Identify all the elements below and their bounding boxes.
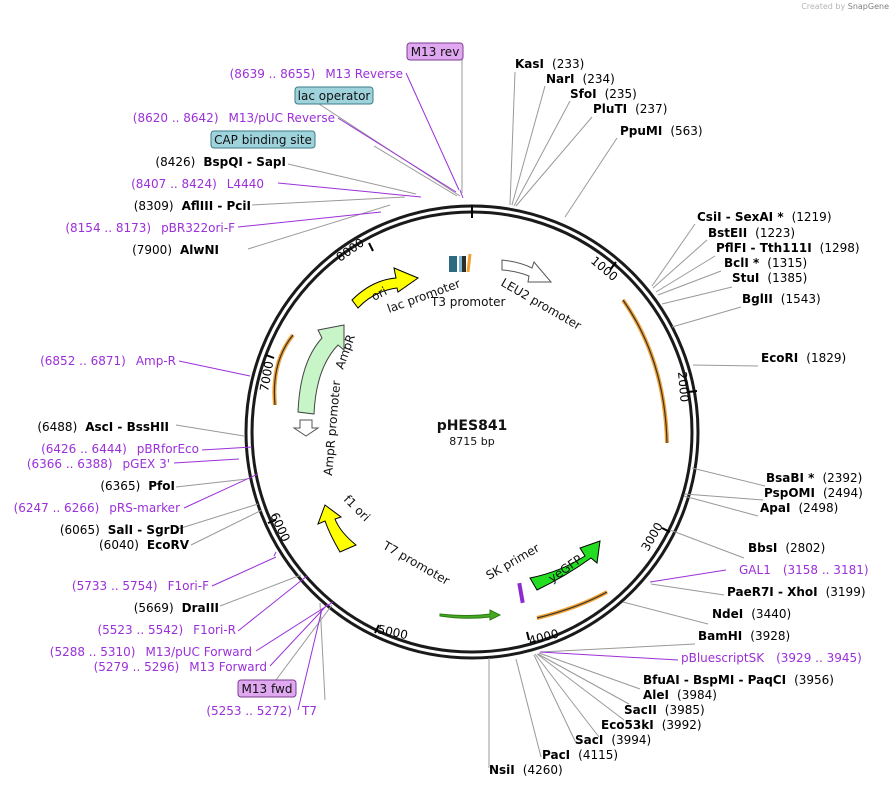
ampr-promoter-arrow — [292, 419, 320, 437]
enzyme-label: (7900)AlwNI — [132, 243, 219, 257]
enzyme-label: NsiI(4260) — [489, 763, 563, 777]
enzyme-label: BfuAI - BspMI - PaqCI(3956) — [643, 673, 834, 687]
enzyme-label: BstEII(1223) — [708, 226, 795, 240]
primer-label: (5288 .. 5310)M13/pUC Forward — [50, 645, 252, 659]
tick-label: 6000 — [267, 510, 293, 544]
feature-sk-primer-label: SK primer — [484, 541, 542, 583]
enzyme-label: (6365)PfoI — [100, 479, 175, 493]
enzyme-label: PaeR7I - XhoI(3199) — [727, 585, 866, 599]
primer-label: (8407 .. 8424)L4440 — [131, 177, 264, 191]
enzyme-label: CsiI - SexAI *(1219) — [697, 210, 832, 224]
enzyme-label: PacI(4115) — [542, 748, 618, 762]
tick-label: 4000 — [527, 626, 560, 647]
enzyme-label: BclI *(1315) — [724, 256, 807, 270]
enzyme-label: ApaI(2498) — [760, 501, 838, 515]
primer-label: (5733 .. 5754)F1ori-F — [72, 579, 209, 593]
ori-arrow — [351, 267, 420, 309]
tick-label: 7000 — [257, 360, 276, 393]
primer-label: (5253 .. 5272)T7 — [206, 704, 317, 718]
primer-label: GAL1(3158 .. 3181) — [739, 563, 869, 577]
enzyme-label: PluTI(237) — [593, 102, 667, 116]
enzyme-label: Eco53kI(3992) — [601, 718, 702, 732]
primer-label: (8639 .. 8655)M13 Reverse — [230, 67, 403, 81]
plasmid-name: pHES841 — [437, 418, 508, 434]
enzyme-label: SacI(3994) — [575, 733, 651, 747]
enzyme-label: BsaBI *(2392) — [766, 471, 862, 485]
leu2-promoter-arrow — [501, 259, 553, 283]
m13-marker — [462, 256, 466, 272]
lac-operator-marker — [449, 256, 457, 272]
cap-marker — [459, 256, 463, 272]
primer-label: (8154 .. 8173)pBR322ori-F — [65, 221, 235, 235]
enzyme-label: BamHI(3928) — [698, 629, 790, 643]
enzyme-label: NdeI(3440) — [712, 607, 791, 621]
feature-t3-promoter-label: T3 promoter — [430, 295, 506, 309]
enzyme-label: PpuMI(563) — [620, 124, 703, 138]
ampr-arrow — [297, 324, 345, 415]
box-m13-rev: M13 rev — [411, 45, 460, 59]
primer-label: (6852 .. 6871)Amp-R — [40, 354, 176, 368]
enzyme-label: (8309)AflIII - PciI — [134, 199, 251, 213]
enzyme-label: EcoRI(1829) — [761, 351, 846, 365]
credit-text: Created by SnapGene — [801, 2, 889, 11]
enzyme-label: (8426)BspQI - SapI — [155, 155, 286, 169]
tick-label: 8000 — [334, 235, 367, 264]
enzyme-label: SfoI(235) — [570, 87, 637, 101]
primer-label: (6426 .. 6444)pBRforEco — [41, 442, 199, 456]
tick-label: 5000 — [376, 622, 409, 642]
yegfp-arrow — [529, 540, 601, 591]
enzyme-label: BglII(1543) — [742, 292, 821, 306]
enzyme-label: NarI(234) — [546, 72, 615, 86]
box-lac-operator: lac operator — [298, 89, 371, 103]
primer-label: (8620 .. 8642)M13/pUC Reverse — [133, 111, 335, 125]
enzyme-label: (6065)SalI - SgrDI — [60, 523, 184, 537]
enzyme-label: AleI(3984) — [643, 688, 717, 702]
sk-primer-marker — [517, 582, 525, 604]
box-m13-fwd: M13 fwd — [242, 682, 293, 696]
feature-ampr-promoter-label: AmpR promoter — [321, 380, 343, 476]
enzyme-label: PflFI - Tth111I(1298) — [716, 241, 860, 255]
tick-label: 3000 — [638, 520, 665, 553]
box-cap-binding-site: CAP binding site — [214, 133, 312, 147]
primer-label: (5279 .. 5296)M13 Forward — [94, 660, 267, 674]
f1-ori-arrow — [317, 504, 357, 553]
enzyme-label: (5669)DraIII — [134, 601, 219, 615]
primer-label: (6247 .. 6266)pRS-marker — [14, 501, 180, 515]
feature-t7-promoter-label: T7 promoter — [380, 538, 452, 588]
plasmid-length: 8715 bp — [449, 435, 494, 448]
tick-label: 2000 — [675, 371, 692, 403]
t7-arrow — [439, 609, 502, 621]
enzyme-label: StuI(1385) — [732, 271, 807, 285]
enzyme-label: BbsI(2802) — [748, 541, 825, 555]
enzyme-label: (6040)EcoRV — [99, 538, 190, 552]
feature-ori-label: ori — [369, 284, 389, 304]
feature-leu2-promoter-label: LEU2 promoter — [499, 275, 584, 332]
primer-label: (6366 .. 6388)pGEX 3' — [27, 457, 170, 471]
enzyme-label: (6488)AscI - BssHII — [37, 420, 169, 434]
feature-yegfp-label: yeGFP — [546, 552, 585, 585]
feature-f1-ori-label: f1 ori — [341, 492, 373, 524]
enzyme-label: PspOMI(2494) — [764, 486, 863, 500]
primer-label: pBluescriptSK(3929 .. 3945) — [681, 651, 862, 665]
enzyme-label: SacII(3985) — [624, 703, 705, 717]
enzyme-label: KasI(233) — [515, 57, 584, 71]
primer-label: (5523 .. 5542)F1ori-R — [97, 623, 236, 637]
